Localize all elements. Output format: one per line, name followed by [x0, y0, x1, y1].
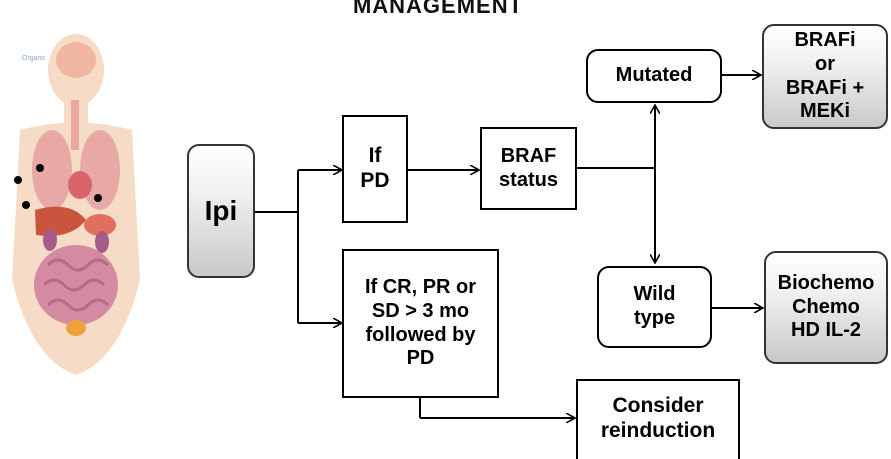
metastasis-dot [94, 194, 102, 202]
brain-icon [56, 42, 96, 78]
cropped-header-text: MANAGEMENT [352, 0, 524, 16]
heart-icon [68, 171, 92, 199]
if-cr-pr-sd-node: If CR, PR or SD > 3 mo followed by PD [342, 249, 499, 398]
bladder-icon [66, 320, 86, 336]
intestines-icon [34, 245, 118, 325]
wild-type-node: Wild type [597, 266, 712, 348]
intestine-coils [42, 258, 110, 312]
ipi-node: Ipi [187, 144, 255, 278]
mutated-node: Mutated [586, 49, 722, 103]
right-kidney-icon [95, 231, 109, 253]
liver-icon [35, 206, 86, 236]
left-lung-icon [32, 130, 72, 210]
metastasis-dot [36, 164, 44, 172]
brafi-treatment-node: BRAFi or BRAFi + MEKi [762, 24, 888, 129]
consider-reinduction-node: Consider reinduction [576, 379, 740, 459]
human-anatomy-illustration: Organs [12, 34, 140, 375]
if-pd-node: If PD [342, 115, 408, 223]
stomach-icon [84, 214, 116, 236]
trachea-icon [71, 100, 79, 150]
biochemo-treatment-node: Biochemo Chemo HD IL-2 [764, 251, 888, 364]
metastasis-dot [14, 176, 22, 184]
left-kidney-icon [43, 229, 57, 251]
metastasis-dot [22, 201, 30, 209]
braf-status-node: BRAF status [480, 127, 577, 210]
anatomy-label: Organs [22, 55, 45, 62]
